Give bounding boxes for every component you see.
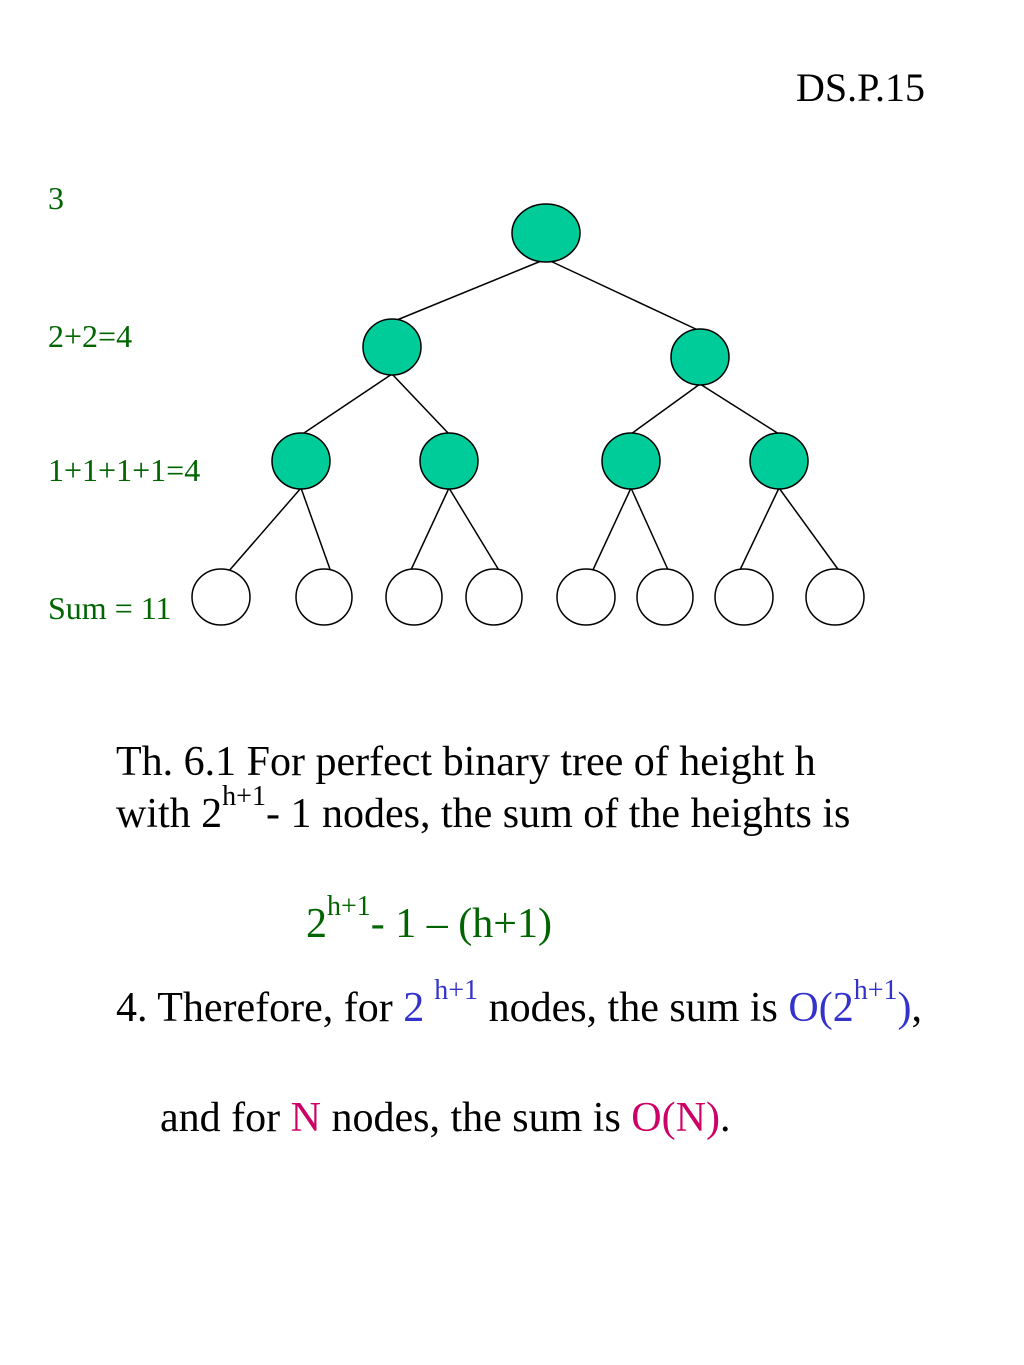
tree-edge — [545, 258, 701, 332]
leaf-node — [805, 568, 865, 626]
leaf-node — [714, 568, 774, 626]
leaf-node — [556, 568, 616, 626]
tree-edge — [699, 383, 780, 435]
leaf-node — [636, 568, 694, 626]
conclusion2-prefix: and for — [160, 1095, 291, 1141]
leaf-nodes — [191, 568, 865, 626]
tree-edge — [391, 258, 547, 323]
theorem-line1: Th. 6.1 For perfect binary tree of heigh… — [116, 739, 816, 785]
big-o-exponent: h+1 — [853, 975, 898, 1006]
conclusion-line1: 4. Therefore, for 2 h+1 nodes, the sum is… — [116, 966, 922, 1055]
tree-node — [601, 432, 661, 490]
tree-node — [419, 432, 479, 490]
height-sum-formula: 2h+1- 1 – (h+1) — [306, 876, 552, 977]
conclusion-exponent: h+1 — [434, 975, 479, 1006]
formula-exponent: h+1 — [327, 891, 371, 922]
tree-node — [362, 318, 422, 376]
theorem-line2-suffix: - 1 nodes, the sum of the heights is — [265, 791, 851, 837]
tree-edge — [630, 487, 670, 573]
conclusion-middle: nodes, the sum is — [478, 985, 789, 1031]
big-o-n: O(N) — [631, 1095, 720, 1141]
tree-edge — [630, 383, 701, 435]
leaf-node — [465, 568, 523, 626]
big-o-close: ) — [897, 985, 912, 1031]
conclusion-comma: , — [911, 985, 923, 1031]
level-sum-root: 3 — [48, 180, 64, 216]
tree-edge — [591, 487, 632, 573]
conclusion2-middle: nodes, the sum is — [320, 1095, 632, 1141]
total-sum: Sum = 11 — [48, 590, 172, 626]
leaf-node — [385, 568, 443, 626]
theorem-exponent: h+1 — [222, 781, 266, 812]
theorem-line2-prefix: with 2 — [116, 791, 223, 837]
formula-base: 2 — [306, 901, 327, 947]
tree-edge — [409, 487, 450, 573]
binary-tree-diagram — [191, 203, 865, 626]
big-o-open: O(2 — [788, 985, 854, 1031]
tree-edge — [300, 373, 393, 436]
conclusion-prefix: 4. Therefore, for — [116, 985, 404, 1031]
tree-edge — [227, 487, 302, 573]
leaf-node — [191, 568, 251, 626]
conclusion-base: 2 — [403, 985, 425, 1031]
conclusion2-period: . — [719, 1095, 731, 1141]
tree-node — [271, 432, 331, 490]
tree-edge — [448, 487, 501, 573]
tree-edge — [738, 487, 780, 573]
tree-edge — [778, 487, 841, 573]
level-sum-depth2: 1+1+1+1=4 — [48, 452, 201, 488]
tree-edges — [227, 258, 841, 573]
n-symbol: N — [290, 1095, 321, 1141]
formula-rest: - 1 – (h+1) — [370, 901, 552, 947]
level-sum-depth1: 2+2=4 — [48, 318, 133, 354]
tree-edge — [391, 373, 450, 435]
theorem-text: Th. 6.1 For perfect binary tree of heigh… — [116, 736, 850, 845]
leaf-node — [295, 568, 353, 626]
slide-id: DS.P.15 — [796, 65, 925, 110]
tree-edge — [300, 487, 332, 573]
tree-node-root — [511, 203, 581, 263]
tree-node — [670, 328, 730, 386]
conclusion-line2: and for N nodes, the sum is O(N). — [160, 1092, 730, 1144]
tree-node — [749, 432, 809, 490]
filled-nodes — [271, 203, 809, 490]
theorem-line2: with 2h+1- 1 nodes, the sum of the heigh… — [116, 781, 851, 845]
